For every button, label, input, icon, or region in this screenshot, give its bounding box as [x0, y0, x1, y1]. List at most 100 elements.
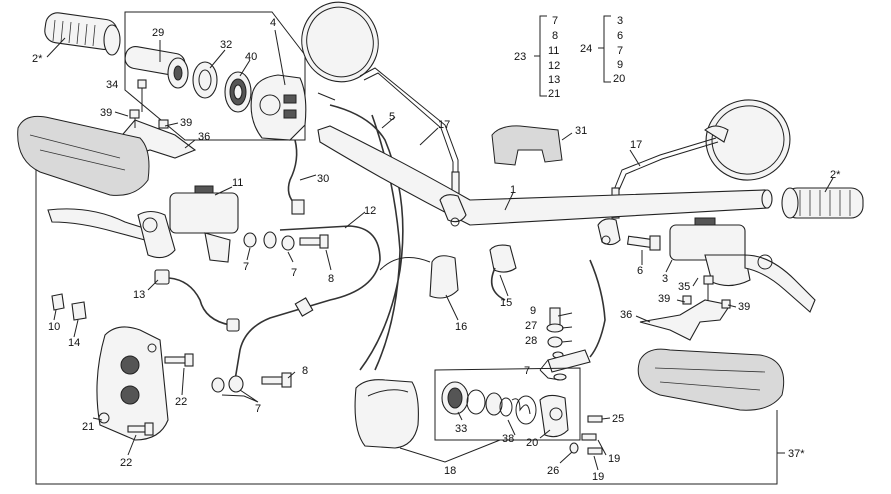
- kit24-bracket: [598, 15, 611, 83]
- kit-23-list: 23 7 8 11 12 13 21: [514, 15, 560, 100]
- label-1: 1: [510, 184, 516, 196]
- label-19-a: 19: [608, 453, 620, 465]
- label-17-right: 17: [630, 139, 642, 151]
- label-28: 28: [525, 335, 537, 347]
- label-39-d: 39: [738, 301, 750, 313]
- label-26: 26: [547, 465, 559, 477]
- label-20: 20: [526, 437, 538, 449]
- label-5: 5: [389, 111, 395, 123]
- clutch-switch: [489, 244, 517, 301]
- label-35: 35: [678, 281, 690, 293]
- label-39-b: 39: [180, 117, 192, 129]
- label-36-left: 36: [198, 131, 210, 143]
- label-21: 21: [82, 421, 94, 433]
- label-8-a: 8: [328, 273, 334, 285]
- leader-lines: [46, 29, 834, 471]
- label-14: 14: [68, 337, 80, 349]
- label-37: 37*: [788, 448, 805, 460]
- brake-fittings-right: [546, 259, 606, 381]
- label-33: 33: [455, 423, 467, 435]
- label-17-left: 17: [438, 119, 450, 131]
- label-18: 18: [444, 465, 456, 477]
- kit-24-label: 24: [580, 43, 592, 55]
- label-10: 10: [48, 321, 60, 333]
- kit-24-item: 3: [617, 15, 623, 27]
- brake-pads: [51, 293, 87, 321]
- label-29: 29: [152, 27, 164, 39]
- right-grip: [781, 187, 864, 219]
- label-22-b: 22: [120, 457, 132, 469]
- callout-labels: 2* 29 4 32 40 34 39 39 36 30 11 5 17 12 …: [32, 17, 841, 483]
- label-39-a: 39: [100, 107, 112, 119]
- kit-23-item: 13: [548, 74, 560, 86]
- kit-23-item: 12: [548, 60, 560, 72]
- front-brake-master-cylinder: [47, 185, 239, 263]
- label-19-b: 19: [592, 471, 604, 483]
- label-31: 31: [575, 125, 587, 137]
- label-27: 27: [525, 320, 537, 332]
- label-9: 9: [530, 305, 536, 317]
- right-mirror-clamp: [639, 275, 731, 341]
- front-brake-caliper: [96, 326, 169, 441]
- kit-23-item: 8: [552, 30, 558, 42]
- label-30: 30: [317, 173, 329, 185]
- label-39-c: 39: [658, 293, 670, 305]
- switch-wiring: [287, 139, 298, 206]
- label-38: 38: [502, 433, 514, 445]
- label-8-b: 8: [302, 365, 308, 377]
- label-22-a: 22: [175, 396, 187, 408]
- label-34: 34: [106, 79, 118, 91]
- switch-group-frame: [124, 11, 306, 141]
- kit-24-item: 9: [617, 59, 623, 71]
- banjo-fittings: [211, 231, 329, 393]
- label-4: 4: [270, 17, 276, 29]
- seal-kit-parts: [441, 381, 569, 438]
- label-36-right: 36: [620, 309, 632, 321]
- label-16: 16: [455, 321, 467, 333]
- left-handguard: [17, 115, 150, 196]
- seal-kit-bag: [354, 379, 419, 449]
- label-7-b: 7: [291, 267, 297, 279]
- label-13: 13: [133, 289, 145, 301]
- seal-kit-frame: [434, 367, 581, 441]
- label-6: 6: [637, 265, 643, 277]
- label-11: 11: [232, 177, 243, 189]
- small-screws-right: [569, 415, 603, 455]
- right-master-cylinder: [626, 217, 816, 313]
- screw-34: [137, 79, 147, 112]
- lever-clamp: [379, 255, 459, 299]
- front-brake-hose: [234, 225, 381, 381]
- label-3: 3: [662, 273, 668, 285]
- label-7-a: 7: [243, 261, 249, 273]
- cable-connector: [294, 297, 314, 317]
- throttle-ring: [192, 61, 218, 99]
- kit-23-item: 21: [548, 88, 560, 100]
- kit-24-item: 20: [613, 73, 625, 85]
- left-switch-housing: [250, 74, 307, 141]
- label-32: 32: [220, 39, 232, 51]
- label-2-left: 2*: [32, 53, 43, 65]
- front-brake-switch: [154, 269, 240, 332]
- kit-24-item: 7: [617, 45, 623, 57]
- throttle-tube: [124, 45, 189, 89]
- kit23-bracket: [534, 15, 547, 97]
- caliper-bolts: [127, 353, 194, 436]
- handlebar-clamps: [439, 194, 621, 246]
- switch-cover: [491, 125, 563, 166]
- label-25: 25: [612, 413, 624, 425]
- label-12: 12: [364, 205, 376, 217]
- assembly-frame: [35, 160, 778, 485]
- label-40: 40: [245, 51, 257, 63]
- label-2-right: 2*: [830, 169, 841, 181]
- kit-23-item: 7: [552, 15, 558, 27]
- kit-23-item: 11: [548, 45, 559, 57]
- kit-23-label: 23: [514, 51, 526, 63]
- throttle-bearing: [224, 71, 252, 113]
- label-7-d: 7: [255, 403, 261, 415]
- label-15: 15: [500, 297, 512, 309]
- kit-24-item: 6: [617, 30, 623, 42]
- label-7-c: 7: [524, 365, 530, 377]
- right-handguard: [637, 348, 785, 411]
- kit-24-list: 24 3 6 7 9 20: [580, 15, 625, 85]
